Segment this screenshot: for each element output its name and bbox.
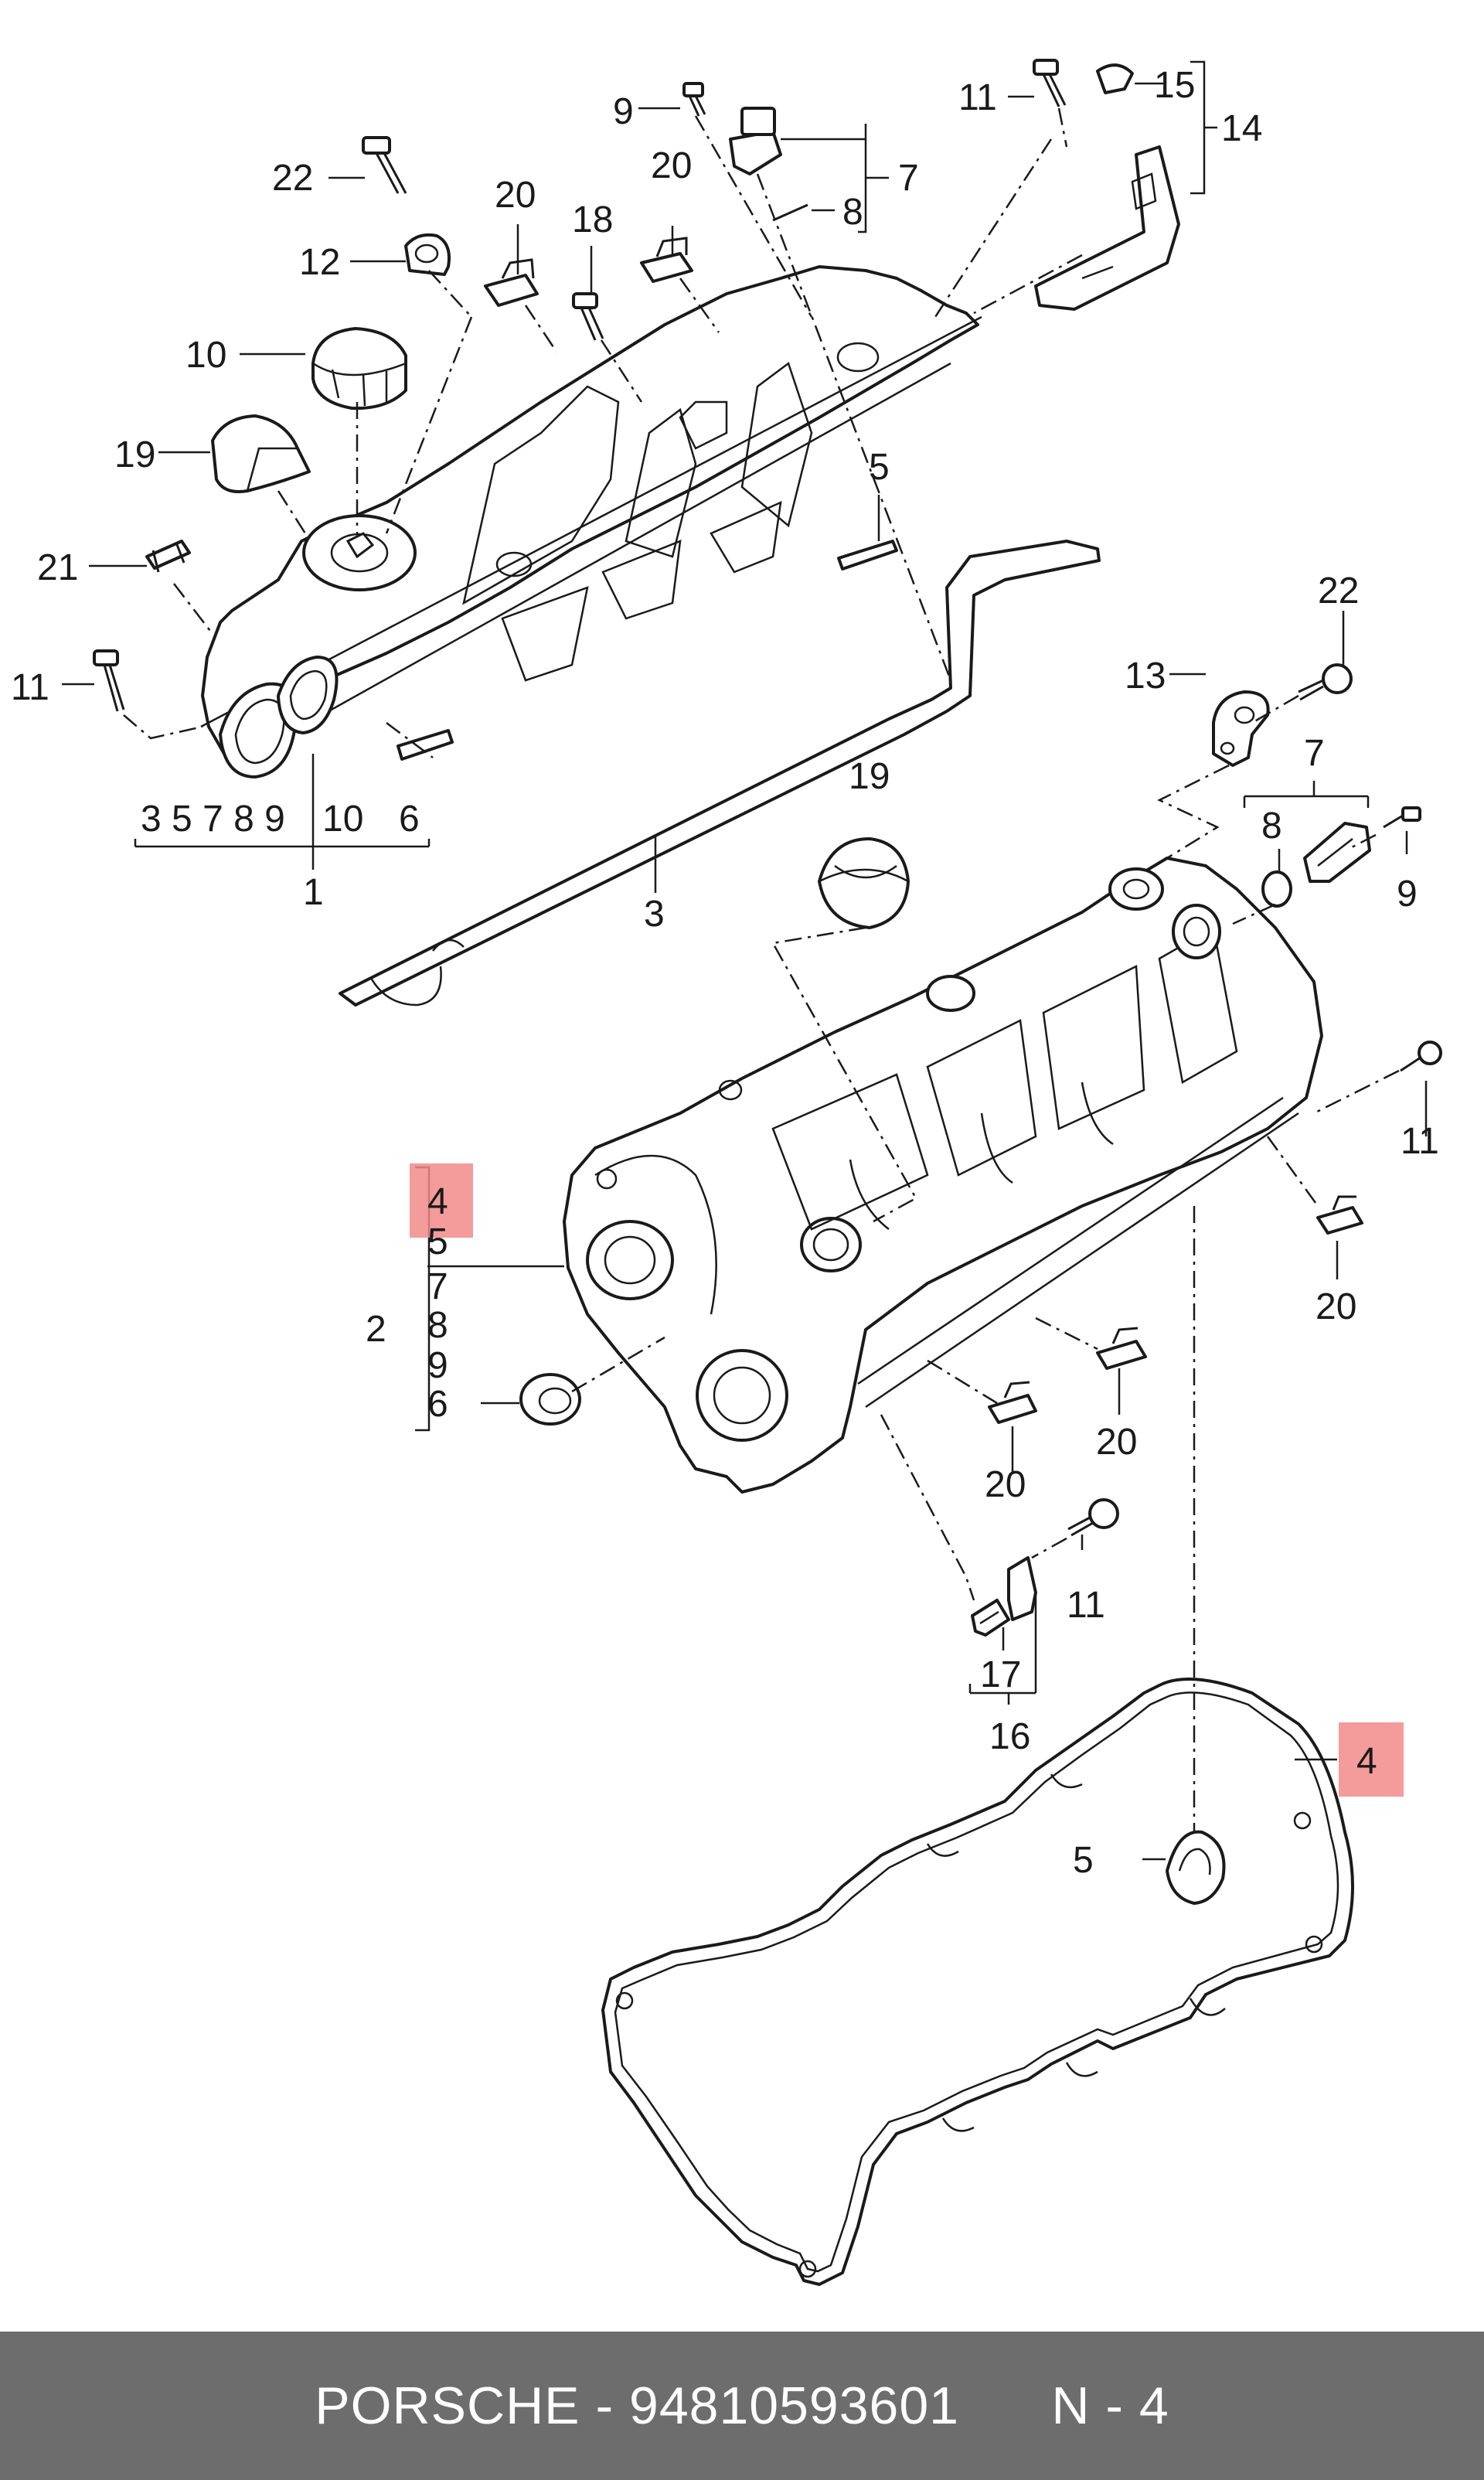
label-20-right: 20 xyxy=(1316,1286,1356,1327)
upper-valve-cover xyxy=(200,265,982,778)
label-22-upper: 22 xyxy=(272,158,313,199)
label-10: 10 xyxy=(186,335,226,376)
label-20-lower: 20 xyxy=(985,1464,1026,1505)
label-4-gasket: 4 xyxy=(1356,1741,1377,1782)
label-group2-5: 5 xyxy=(427,1221,448,1262)
label-16: 16 xyxy=(989,1716,1030,1757)
label-8-top: 8 xyxy=(842,192,863,233)
label-7-lower: 7 xyxy=(1304,733,1325,774)
label-group1-list: 3 5 7 8 9 xyxy=(141,799,285,840)
label-20-upper-right: 20 xyxy=(651,145,692,186)
part-5-ring xyxy=(1166,1830,1226,1905)
label-13: 13 xyxy=(1125,656,1166,697)
part-13-bracket xyxy=(1212,690,1270,767)
part-20-clips-upper xyxy=(484,237,693,307)
label-20-upper-left: 20 xyxy=(495,175,536,216)
part-8-oring-lower xyxy=(1261,870,1292,908)
part-11-bolt-right xyxy=(1400,1041,1442,1072)
label-11-right: 11 xyxy=(1401,1121,1439,1162)
part-16-bracket xyxy=(971,1556,1037,1637)
label-5-upper: 5 xyxy=(869,447,890,488)
part-4-gasket xyxy=(601,1678,1354,2286)
part-7-sensor-lower xyxy=(1303,822,1371,883)
label-2: 2 xyxy=(366,1309,386,1350)
label-11-center: 11 xyxy=(1067,1585,1105,1626)
part-11-bolt-center xyxy=(1067,1498,1119,1537)
label-14: 14 xyxy=(1221,108,1262,149)
part-12-seal xyxy=(404,233,451,276)
highlight-box-label-4-list xyxy=(410,1163,473,1238)
label-group1-6: 6 xyxy=(399,799,420,840)
part-6-seal-lower xyxy=(519,1373,581,1426)
part-2-lower-valve-cover xyxy=(563,857,1323,1494)
label-9-lower: 9 xyxy=(1397,874,1418,915)
label-12: 12 xyxy=(299,242,340,283)
part-9-bolt-top xyxy=(682,82,706,117)
part-5-pin-upper xyxy=(837,540,898,571)
part-9-bolt-lower xyxy=(1383,806,1421,829)
label-21: 21 xyxy=(37,547,78,588)
label-group2-8: 8 xyxy=(427,1305,448,1346)
callout-labels: 22 12 10 19 21 11 20 18 20 9 7 8 11 15 1… xyxy=(11,65,1439,1881)
part-14-bracket xyxy=(1033,59,1180,311)
label-17: 17 xyxy=(980,1654,1021,1695)
label-11-top: 11 xyxy=(958,77,997,118)
label-7-top: 7 xyxy=(898,158,919,199)
label-11-left: 11 xyxy=(11,667,49,708)
footer-separator: - xyxy=(595,2376,614,2435)
label-19-lower: 19 xyxy=(849,756,890,797)
part-19-cover-lower xyxy=(818,837,910,929)
label-group2-7: 7 xyxy=(427,1266,448,1307)
label-8-lower: 8 xyxy=(1261,806,1282,847)
label-9-top: 9 xyxy=(613,91,634,132)
label-15: 15 xyxy=(1154,65,1195,106)
footer-ref: N - 4 xyxy=(1051,2376,1169,2435)
part-21-clip xyxy=(145,540,191,573)
highlight-box-label-4-gasket xyxy=(1339,1722,1404,1797)
part-22-bolt-upper xyxy=(362,136,407,194)
exploded-parts-diagram: 22 12 10 19 21 11 20 18 20 9 7 8 11 15 1… xyxy=(11,59,1442,2286)
part-11-bolt-left xyxy=(93,649,125,712)
assembly-lines xyxy=(123,107,1400,1832)
label-5-lower: 5 xyxy=(1073,1840,1094,1881)
part-22-bolt-lower xyxy=(1298,663,1353,701)
label-3: 3 xyxy=(644,894,665,935)
label-1: 1 xyxy=(303,872,324,913)
label-group2-6: 6 xyxy=(427,1384,448,1425)
footer-brand: PORSCHE xyxy=(315,2376,580,2435)
part-number-footer: PORSCHE - 94810593601 N - 4 xyxy=(0,2332,1484,2480)
leader-lines xyxy=(62,60,1428,1861)
part-7-sensor-top xyxy=(729,107,782,175)
label-22-lower: 22 xyxy=(1318,571,1359,611)
label-group2-4: 4 xyxy=(427,1181,448,1222)
part-6-seal-upper xyxy=(397,729,454,761)
label-group2-9: 9 xyxy=(427,1345,448,1386)
label-19-upper: 19 xyxy=(114,434,155,475)
label-20-middle: 20 xyxy=(1096,1422,1137,1463)
footer-text: PORSCHE - 94810593601 N - 4 xyxy=(315,2376,1169,2436)
footer-part-number: 94810593601 xyxy=(629,2376,960,2435)
label-group1-10: 10 xyxy=(322,799,363,840)
part-20-clips-lower xyxy=(988,1195,1363,1424)
part-18-bolt xyxy=(572,292,604,341)
part-19-cover-upper xyxy=(211,414,311,493)
label-18: 18 xyxy=(572,199,613,240)
part-3-gasket xyxy=(339,540,1101,1007)
part-8-oring-top xyxy=(772,203,808,222)
part-10-oil-cap xyxy=(311,327,407,410)
